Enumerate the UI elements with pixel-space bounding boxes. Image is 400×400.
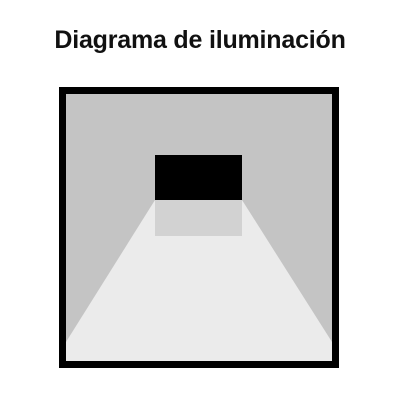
light-fixture xyxy=(155,155,242,200)
fixture-shade xyxy=(155,200,242,236)
light-beam xyxy=(66,200,332,361)
diagram-title: Diagrama de iluminación xyxy=(54,26,346,54)
